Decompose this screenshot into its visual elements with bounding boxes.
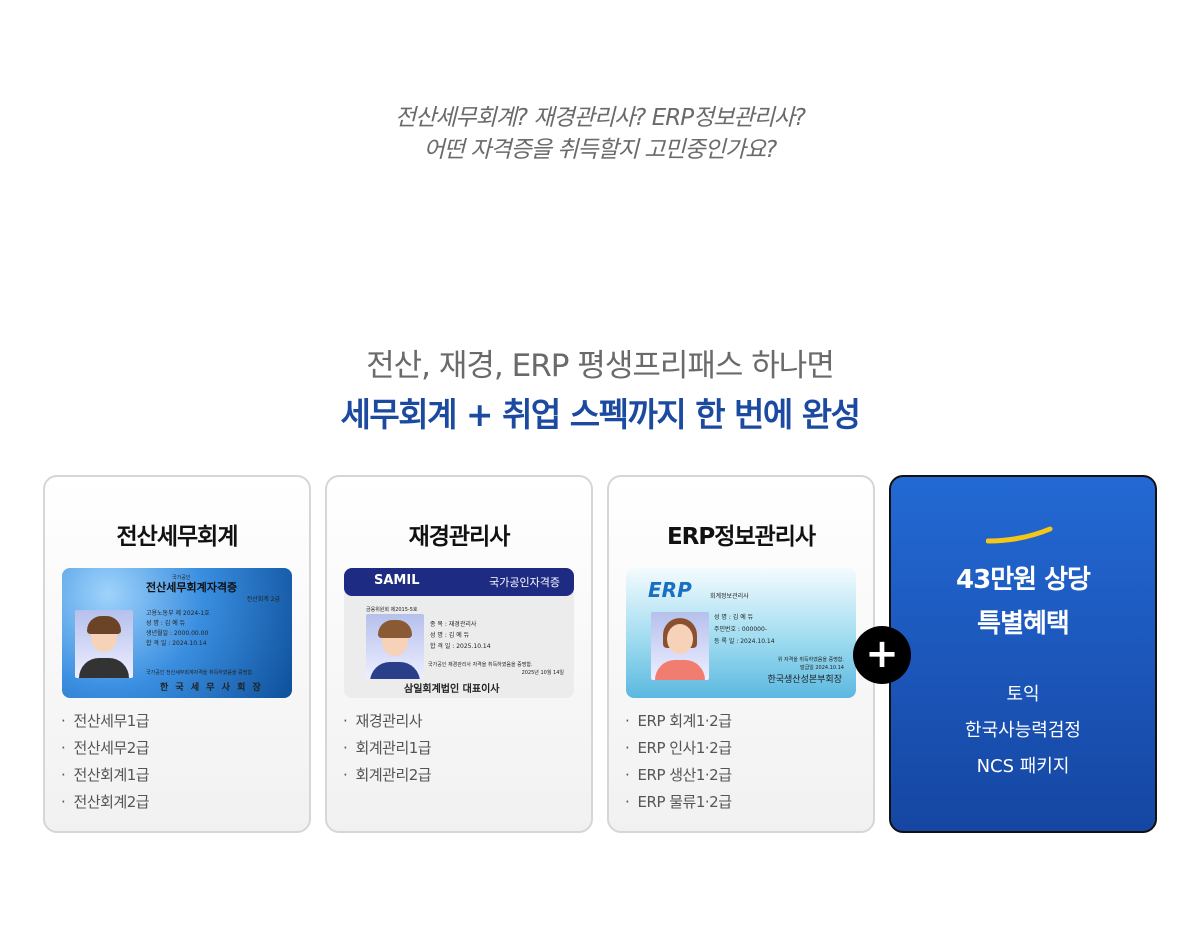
id-card-image: SAMIL 국가공인자격증 금융위원회 제2015-5호 종 목 : 재경관리사… bbox=[344, 568, 574, 698]
headline-main: 세무회계 + 취업 스펙까지 한 번에 완성 bbox=[340, 395, 861, 434]
id-date: 발급일 2024.10.14 bbox=[799, 665, 844, 671]
id-f2: 생년월일 : 2000.00.00 bbox=[146, 630, 209, 637]
intro-line-2: 어떤 자격증을 취득할지 고민중인가요? bbox=[423, 137, 778, 163]
card-title: ERP정보관리사 bbox=[666, 524, 816, 550]
id-name: 전산세무회계자격증 bbox=[146, 581, 238, 594]
list-item: 회계관리1급 bbox=[343, 735, 432, 762]
id-note: 국가공인 재경관리사 자격을 취득하였음을 증명함. bbox=[428, 662, 533, 668]
id-grade: 전산회계 2급 bbox=[246, 596, 280, 603]
bonus-value: 43만원 상당 bbox=[956, 565, 1091, 595]
cert-list: ERP 회계1·2급 ERP 인사1·2급 ERP 생산1·2급 ERP 물류1… bbox=[625, 708, 732, 816]
cert-card-jeonsan: 전산세무회계 국가공인 전산세무회계자격증 전산회계 2급 고용노동부 제 20… bbox=[43, 475, 311, 833]
id-f1: 종 목 : 재경관리사 bbox=[430, 621, 477, 628]
card-title: 전산세무회계 bbox=[116, 524, 239, 550]
list-item: ERP 회계1·2급 bbox=[625, 708, 732, 735]
photo-avatar bbox=[366, 614, 424, 679]
bonus-title: 특별혜택 bbox=[977, 609, 1070, 639]
list-item: 전산세무1급 bbox=[61, 708, 150, 735]
list-item: 전산회계1급 bbox=[61, 762, 150, 789]
id-f3: 등 록 일 : 2024.10.14 bbox=[714, 638, 775, 645]
photo-avatar bbox=[651, 612, 709, 680]
id-name: 회계정보관리사 bbox=[710, 593, 749, 600]
id-brand: ERP bbox=[648, 578, 692, 602]
id-f2: 주민번호 : 000000- bbox=[714, 626, 767, 633]
id-f2: 성 명 : 김 예 듀 bbox=[430, 632, 470, 639]
cert-card-erp: ERP정보관리사 ERP 회계정보관리사 성 명 : 김 예 듀 주민번호 : … bbox=[607, 475, 875, 833]
list-item: 전산세무2급 bbox=[61, 735, 150, 762]
id-no: 고용노동부 제 2024-1호 bbox=[146, 610, 210, 617]
intro-question: 전산세무회계? 재경관리사? ERP정보관리사? 어떤 자격증을 취득할지 고민… bbox=[0, 102, 1200, 166]
list-item: ERP 물류1·2급 bbox=[625, 789, 732, 816]
list-item: ERP 생산1·2급 bbox=[625, 762, 732, 789]
list-item: ERP 인사1·2급 bbox=[625, 735, 732, 762]
id-f1: 성 명 : 김 예 듀 bbox=[146, 620, 186, 627]
id-no: 금융위원회 제2015-5호 bbox=[366, 607, 418, 613]
plus-icon: + bbox=[853, 626, 911, 684]
id-issuer: 한 국 세 무 사 회 장 bbox=[160, 683, 263, 693]
photo-avatar bbox=[75, 610, 133, 678]
id-issuer: 삼일회계법인 대표이사 bbox=[404, 684, 500, 695]
id-top: 국가공인 bbox=[172, 575, 191, 581]
cert-card-jaegyeong: 재경관리사 SAMIL 국가공인자격증 금융위원회 제2015-5호 종 목 :… bbox=[325, 475, 593, 833]
intro-line-1: 전산세무회계? 재경관리사? ERP정보관리사? bbox=[394, 105, 806, 131]
list-item: 전산회계2급 bbox=[61, 789, 150, 816]
headline-sub: 전산, 재경, ERP 평생프리패스 하나면 bbox=[366, 348, 835, 384]
bonus-card: 43만원 상당 특별혜택 토익 한국사능력검정 NCS 패키지 bbox=[889, 475, 1157, 833]
list-item: 회계관리2급 bbox=[343, 762, 432, 789]
id-brand: SAMIL bbox=[374, 573, 420, 588]
id-date: 2025년 10월 14일 bbox=[521, 670, 564, 676]
card-title: 재경관리사 bbox=[408, 524, 511, 550]
id-issuer: 한국생산성본부회장 bbox=[767, 675, 842, 685]
id-card-image: ERP 회계정보관리사 성 명 : 김 예 듀 주민번호 : 000000- 등… bbox=[626, 568, 856, 698]
list-item: 재경관리사 bbox=[343, 708, 431, 735]
bonus-item: NCS 패키지 bbox=[976, 756, 1070, 777]
id-note: 위 자격을 취득하였음을 증명함. bbox=[777, 657, 844, 663]
swoosh-icon bbox=[986, 526, 1053, 544]
id-name: 국가공인자격증 bbox=[489, 576, 560, 589]
bonus-item: 토익 bbox=[1006, 684, 1040, 705]
cert-list: 전산세무1급 전산세무2급 전산회계1급 전산회계2급 bbox=[61, 708, 150, 816]
id-f3: 합 격 일 : 2025.10.14 bbox=[430, 643, 491, 650]
id-card-image: 국가공인 전산세무회계자격증 전산회계 2급 고용노동부 제 2024-1호 성… bbox=[62, 568, 292, 698]
id-f3: 합 격 일 : 2024.10.14 bbox=[146, 640, 207, 647]
cert-list: 재경관리사 회계관리1급 회계관리2급 bbox=[343, 708, 432, 789]
id-note: 국가공인 전산세무회계자격을 취득하였음을 증명함. bbox=[146, 670, 254, 676]
id-f1: 성 명 : 김 예 듀 bbox=[714, 614, 754, 621]
bonus-item: 한국사능력검정 bbox=[965, 720, 1081, 741]
